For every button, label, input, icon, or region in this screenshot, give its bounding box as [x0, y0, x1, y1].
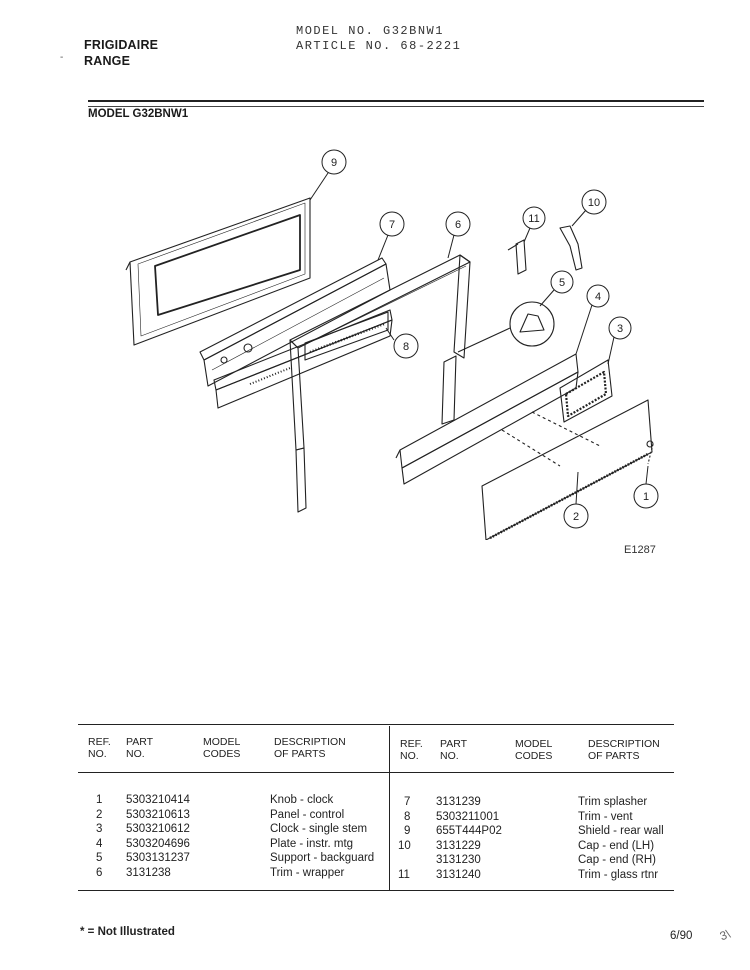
- header-rule-thin: [88, 106, 704, 107]
- row-ref: 2: [96, 808, 103, 821]
- hdr-desc-right: DESCRIPTION OF PARTS: [588, 738, 660, 762]
- hdr-model-left: MODEL CODES: [203, 736, 241, 760]
- row-desc: Plate - instr. mtg: [270, 837, 354, 850]
- row-part: 5303210613: [126, 808, 190, 821]
- table-top-rule: [78, 724, 674, 725]
- part-9-shield: [125, 197, 311, 346]
- row-part: 5303131237: [126, 852, 190, 864]
- row-part: 3131238: [126, 866, 171, 879]
- header-rule: [88, 100, 704, 102]
- product-name: RANGE: [84, 54, 131, 68]
- part-6-trim-wrapper: [289, 254, 471, 513]
- row-ref: 1: [96, 794, 103, 806]
- row-desc: Shield - rear wall: [578, 825, 664, 837]
- hdr-model-right: MODEL CODES: [515, 738, 553, 762]
- row-part: 5303210414: [126, 794, 190, 806]
- row-ref: 9: [404, 825, 411, 837]
- hdr-part-left: PART NO.: [126, 736, 154, 760]
- stray-mark: -: [60, 52, 64, 63]
- callout-5: 5: [559, 277, 565, 289]
- part-1-knob: [646, 440, 654, 465]
- row-ref: 10: [398, 839, 411, 852]
- hdr-ref-left: REF. NO.: [88, 736, 111, 760]
- row-desc: Trim splasher: [578, 796, 648, 808]
- row-ref: 7: [404, 796, 411, 808]
- part-4-plate-instr-mtg: [395, 353, 579, 485]
- row-desc: Trim - vent: [578, 810, 633, 823]
- table-header-rule: [78, 772, 674, 773]
- brand-name: FRIGIDAIRE: [84, 38, 159, 52]
- exploded-parts-diagram: 9 7 6 11 10 5 4 8 3 1 2: [125, 149, 659, 540]
- table-bottom-rule: [78, 890, 674, 891]
- part-3-clock: [559, 359, 613, 423]
- row-ref: 8: [404, 810, 411, 823]
- callout-1: 1: [643, 491, 649, 503]
- row-desc: Support - backguard: [270, 852, 375, 864]
- row-desc: Cap - end (RH): [578, 854, 656, 866]
- figure-code: E1287: [624, 544, 656, 556]
- callout-4: 4: [595, 291, 601, 303]
- row-part: 5303204696: [126, 837, 190, 850]
- row-ref: 6: [96, 866, 103, 879]
- revision-date: 6/90: [670, 930, 693, 942]
- callout-3: 3: [617, 323, 623, 335]
- callout-8: 8: [403, 341, 409, 353]
- hdr-part-right: PART NO.: [440, 738, 468, 762]
- row-part: 3131230: [436, 854, 481, 866]
- callout-6: 6: [455, 219, 461, 231]
- row-desc: Cap - end (LH): [578, 839, 655, 852]
- row-desc: Trim - glass rtnr: [578, 868, 659, 881]
- brand-block: FRIGIDAIRE RANGE: [84, 37, 158, 69]
- row-desc: Clock - single stem: [270, 823, 368, 835]
- hdr-ref-right: REF. NO.: [400, 738, 423, 762]
- callout-bubbles: [309, 149, 659, 529]
- row-ref: 11: [398, 868, 410, 881]
- row-part: 5303210612: [126, 823, 190, 835]
- row-part: 3131240: [436, 868, 481, 881]
- callout-9: 9: [331, 157, 337, 169]
- callout-11: 11: [528, 213, 539, 225]
- table-column-divider: [389, 726, 390, 890]
- callout-2: 2: [573, 511, 579, 523]
- row-part: 655T444P02: [436, 825, 502, 837]
- handwritten-mark: 3\: [717, 926, 733, 944]
- row-part: 3131229: [436, 839, 481, 852]
- part-5-support-backguard: [457, 301, 555, 353]
- part-8-trim-vent: [213, 309, 393, 409]
- part-10-end-cap: [559, 225, 583, 271]
- model-number: MODEL NO. G32BNW1: [296, 24, 444, 38]
- row-part: 5303211001: [436, 810, 500, 823]
- not-illustrated-note: * = Not Illustrated: [80, 926, 175, 938]
- row-part: 3131239: [436, 796, 481, 808]
- callout-7: 7: [389, 219, 395, 231]
- row-ref: 4: [96, 837, 103, 850]
- hdr-desc-left: DESCRIPTION OF PARTS: [274, 736, 346, 760]
- row-desc: Knob - clock: [270, 794, 334, 806]
- row-ref: 3: [96, 823, 103, 835]
- part-2-panel-control: [481, 399, 653, 540]
- callout-10: 10: [588, 197, 600, 209]
- row-desc: Trim - wrapper: [270, 866, 345, 879]
- part-11-glass-retainer: [507, 239, 527, 275]
- callout-numbers: 9 7 6 11 10 5 4 8 3 1 2: [331, 157, 649, 523]
- article-number: ARTICLE NO. 68-2221: [296, 39, 462, 53]
- row-ref: 5: [96, 852, 103, 864]
- section-title: MODEL G32BNW1: [88, 108, 189, 120]
- row-desc: Panel - control: [270, 808, 345, 821]
